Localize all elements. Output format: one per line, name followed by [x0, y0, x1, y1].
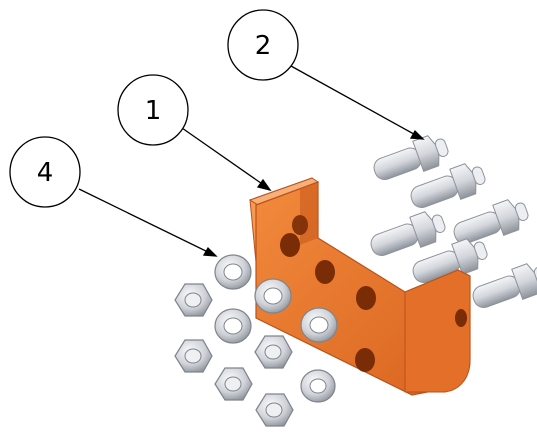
bolt-part-6	[472, 263, 537, 309]
bolt-part-2	[410, 163, 486, 209]
leader-lines	[78, 65, 425, 257]
arrowhead-1	[256, 178, 272, 192]
nut-part-2	[174, 339, 213, 373]
washer-part-4	[214, 308, 252, 344]
callout-balloon-2: 2	[227, 9, 299, 81]
callout-label-1: 1	[145, 96, 162, 126]
bolt-group	[370, 135, 537, 309]
bolt-part-4	[453, 199, 529, 245]
callout-balloon-1: 1	[117, 74, 189, 146]
nut-part-5	[255, 393, 294, 427]
washer-part-3	[300, 307, 338, 343]
bolt-part-5	[412, 238, 488, 284]
nut-part-4	[214, 367, 253, 401]
leader-line-1	[181, 127, 269, 189]
arrowhead-4	[202, 246, 218, 257]
callout-label-2: 2	[255, 31, 272, 61]
callout-balloon-4: 4	[9, 136, 81, 208]
callout-label-4: 4	[37, 158, 54, 188]
bracket-part	[248, 177, 471, 396]
leader-line-2	[290, 65, 422, 139]
arrowhead-2	[409, 129, 425, 140]
leader-line-4	[78, 188, 215, 256]
bolt-part-3	[370, 211, 446, 257]
washer-part-5	[300, 369, 336, 403]
washer-part-1	[214, 254, 252, 290]
bolt-part-1	[373, 135, 449, 181]
nut-part-3	[254, 335, 293, 369]
washer-part-2	[254, 278, 292, 314]
nut-part-1	[174, 283, 213, 317]
fastener-group	[174, 254, 338, 427]
